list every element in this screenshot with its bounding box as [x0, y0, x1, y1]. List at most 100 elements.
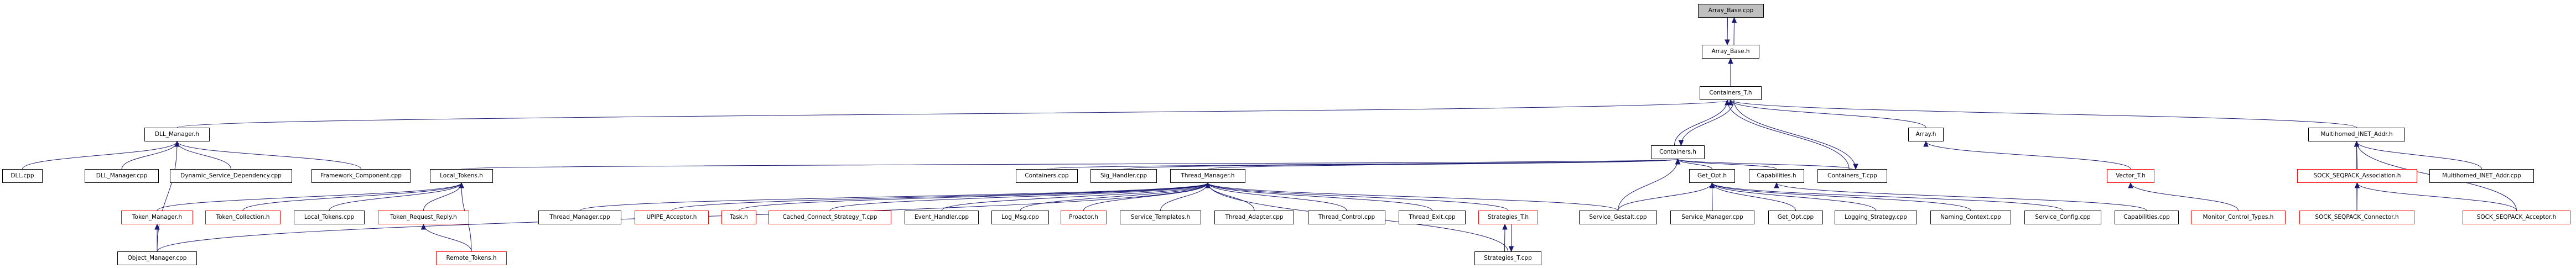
- node-token-request-reply-h[interactable]: Token_Request_Reply.h: [378, 211, 469, 224]
- arrowhead-icon: [2354, 140, 2360, 147]
- node-event-handler-cpp[interactable]: Event_Handler.cpp: [905, 211, 979, 224]
- node-remote-tokens-h[interactable]: Remote_Tokens.h: [436, 251, 507, 265]
- node-containers-t-h[interactable]: Containers_T.h: [1700, 86, 1762, 100]
- edge-service-gestalt-cpp-to-containers-h: [1618, 159, 1678, 211]
- node-array-base-h[interactable]: Array_Base.h: [1702, 45, 1759, 59]
- edge-dll-manager-cpp-to-dll-manager-h: [121, 141, 178, 170]
- node-service-config-cpp[interactable]: Service_Config.cpp: [2024, 211, 2101, 224]
- node-thread-adapter-cpp[interactable]: Thread_Adapter.cpp: [1214, 211, 1294, 224]
- node-service-templates-h[interactable]: Service_Templates.h: [1120, 211, 1201, 224]
- arrowhead-icon: [1678, 140, 1684, 146]
- node-token-collection-h[interactable]: Token_Collection.h: [205, 211, 281, 224]
- node-logging-strategy-cpp[interactable]: Logging_Strategy.cpp: [1835, 211, 1917, 224]
- node-naming-context-cpp[interactable]: Naming_Context.cpp: [1930, 211, 2011, 224]
- node-get-opt-h[interactable]: Get_Opt.h: [1689, 169, 1735, 183]
- edge-local-tokens-cpp-to-local-tokens-h: [329, 182, 462, 211]
- edge-framework-component-cpp-to-dll-manager-h: [176, 141, 361, 170]
- edge-multihomed-inet-addr-cpp-to-multihomed-inet-addr-h: [2356, 141, 2482, 170]
- node-proactor-h[interactable]: Proactor.h: [1061, 211, 1107, 224]
- node-thread-manager-cpp[interactable]: Thread_Manager.cpp: [538, 211, 621, 224]
- edge-naming-context-cpp-to-get-opt-h: [1712, 182, 1971, 211]
- arrowhead-icon: [154, 223, 160, 230]
- node-thread-exit-cpp[interactable]: Thread_Exit.cpp: [1399, 211, 1466, 224]
- node-task-h[interactable]: Task.h: [721, 211, 756, 224]
- edge-token-collection-h-to-local-tokens-h: [242, 182, 462, 211]
- node-token-manager-h[interactable]: Token_Manager.h: [121, 211, 193, 224]
- edge-sock-seqpack-acceptor-h-to-sock-seqpack-association-h: [2357, 182, 2517, 211]
- node-thread-manager-h[interactable]: Thread_Manager.h: [1170, 169, 1245, 183]
- arrowhead-icon: [1725, 39, 1730, 46]
- node-containers-t-cpp[interactable]: Containers_T.cpp: [1817, 169, 1887, 183]
- edge-vector-t-h-to-array-h: [1925, 141, 2131, 170]
- edge-monitor-control-types-h-to-vector-t-h: [2130, 182, 2239, 211]
- edge-dll-manager-h-to-containers-t-h: [176, 99, 1731, 128]
- edge-local-tokens-h-to-containers-h: [461, 159, 1678, 170]
- arrowhead-icon: [1728, 57, 1733, 64]
- arrowhead-icon: [1709, 182, 1715, 188]
- arrowhead-icon: [1725, 99, 1730, 106]
- arrowhead-icon: [1731, 17, 1737, 23]
- arrowhead-icon: [1675, 158, 1681, 165]
- edge-containers-t-cpp-to-containers-t-h: [1727, 99, 1850, 170]
- node-service-manager-cpp[interactable]: Service_Manager.cpp: [1670, 211, 1754, 224]
- node-service-gestalt-cpp[interactable]: Service_Gestalt.cpp: [1579, 211, 1657, 224]
- node-get-opt-cpp[interactable]: Get_Opt.cpp: [1768, 211, 1823, 224]
- node-sock-seqpack-connector-h[interactable]: SOCK_SEQPACK_Connector.h: [2299, 211, 2414, 224]
- node-capabilities-cpp[interactable]: Capabilities.cpp: [2115, 211, 2179, 224]
- node-monitor-control-types-h[interactable]: Monitor_Control_Types.h: [2191, 211, 2286, 224]
- arrowhead-icon: [1853, 164, 1858, 170]
- edge-containers-h-to-containers-t-h: [1674, 99, 1728, 146]
- edge-upipe-acceptor-h-to-thread-manager-h: [671, 182, 1208, 211]
- node-capabilities-h[interactable]: Capabilities.h: [1749, 169, 1804, 183]
- edge-thread-manager-h-to-containers-h: [1207, 159, 1678, 170]
- node-cached-connect-strategy-t-cpp[interactable]: Cached_Connect_Strategy_T.cpp: [768, 211, 891, 224]
- node-log-msg-cpp[interactable]: Log_Msg.cpp: [991, 211, 1049, 224]
- arrowhead-icon: [1502, 223, 1508, 230]
- arrowhead-icon: [1205, 182, 1211, 188]
- node-object-manager-cpp[interactable]: Object_Manager.cpp: [117, 251, 197, 265]
- arrowhead-icon: [459, 182, 464, 188]
- node-dynamic-service-dependency-cpp[interactable]: Dynamic_Service_Dependency.cpp: [170, 169, 292, 183]
- arrowhead-icon: [174, 140, 180, 147]
- node-dll-manager-cpp[interactable]: DLL_Manager.cpp: [85, 169, 159, 183]
- node-array-h[interactable]: Array.h: [1908, 128, 1944, 141]
- edge-thread-manager-cpp-to-thread-manager-h: [579, 182, 1208, 211]
- node-framework-component-cpp[interactable]: Framework_Component.cpp: [311, 169, 411, 183]
- edge-array-h-to-containers-t-h: [1730, 99, 1926, 128]
- node-local-tokens-cpp[interactable]: Local_Tokens.cpp: [294, 211, 365, 224]
- node-strategies-t-cpp[interactable]: Strategies_T.cpp: [1474, 251, 1541, 265]
- edge-get-opt-h-to-containers-h: [1677, 159, 1712, 170]
- edge-capabilities-h-to-containers-h: [1677, 159, 1777, 170]
- node-sock-seqpack-acceptor-h[interactable]: SOCK_SEQPACK_Acceptor.h: [2463, 211, 2570, 224]
- node-containers-cpp[interactable]: Containers.cpp: [1016, 169, 1078, 183]
- node-sock-seqpack-association-h[interactable]: SOCK_SEQPACK_Association.h: [2297, 169, 2417, 183]
- node-multihomed-inet-addr-h[interactable]: Multihomed_INET_Addr.h: [2308, 128, 2405, 141]
- node-thread-control-cpp[interactable]: Thread_Control.cpp: [1308, 211, 1385, 224]
- edge-logging-strategy-cpp-to-get-opt-h: [1712, 182, 1876, 211]
- node-multihomed-inet-addr-cpp[interactable]: Multihomed_INET_Addr.cpp: [2429, 169, 2534, 183]
- node-dll-manager-h[interactable]: DLL_Manager.h: [144, 128, 210, 141]
- edge-thread-exit-cpp-to-thread-manager-h: [1207, 182, 1432, 211]
- edge-task-h-to-thread-manager-h: [739, 182, 1208, 211]
- arrowhead-icon: [1774, 182, 1779, 188]
- node-dll-cpp[interactable]: DLL.cpp: [2, 169, 43, 183]
- arrowhead-icon: [420, 223, 427, 230]
- edge-service-gestalt-cpp-to-thread-manager-h: [1207, 182, 1618, 211]
- arrowhead-icon: [2354, 182, 2360, 188]
- edge-containers-t-h-to-containers-h: [1681, 99, 1734, 146]
- node-upipe-acceptor-h[interactable]: UPIPE_Acceptor.h: [635, 211, 709, 224]
- node-strategies-t-h[interactable]: Strategies_T.h: [1478, 211, 1538, 224]
- arrowhead-icon: [2128, 182, 2133, 188]
- edge-strategies-t-h-to-thread-manager-h: [1207, 182, 1509, 211]
- node-vector-t-h[interactable]: Vector_T.h: [2107, 169, 2154, 183]
- edge-get-opt-cpp-to-get-opt-h: [1712, 182, 1796, 211]
- node-array-base-cpp: Array_Base.cpp: [1698, 4, 1764, 18]
- edge-object-manager-cpp-to-dll-manager-h: [157, 141, 178, 252]
- edge-containers-t-cpp-to-containers-h: [1677, 159, 1853, 170]
- node-local-tokens-h[interactable]: Local_Tokens.h: [430, 169, 493, 183]
- node-sig-handler-cpp[interactable]: Sig_Handler.cpp: [1090, 169, 1157, 183]
- edge-service-gestalt-cpp-to-get-opt-h: [1618, 182, 1712, 211]
- node-containers-h[interactable]: Containers.h: [1651, 145, 1705, 159]
